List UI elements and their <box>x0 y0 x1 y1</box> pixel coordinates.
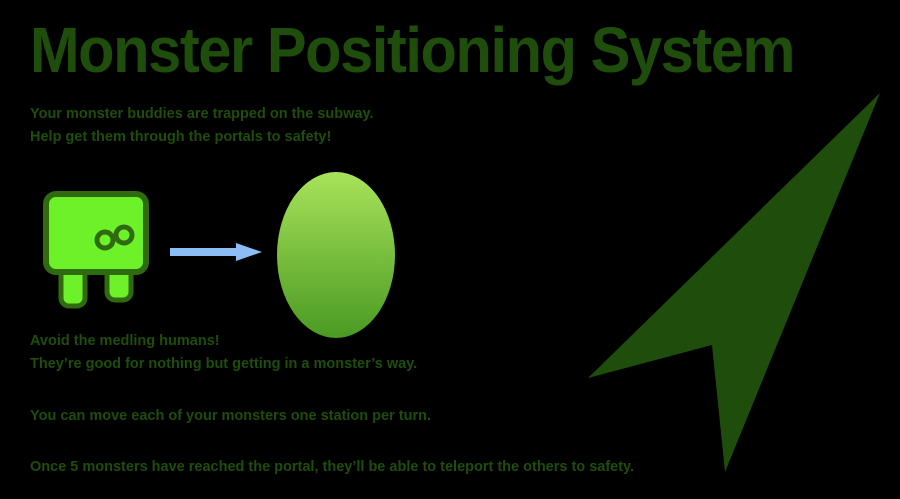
navigation-pointer-icon <box>588 93 880 472</box>
portal-icon <box>277 172 395 338</box>
goal-rule: Once 5 monsters have reached the portal,… <box>30 456 634 479</box>
goal-rule-text: Once 5 monsters have reached the portal,… <box>30 459 635 475</box>
arrow-right-icon <box>170 243 262 261</box>
humans-line-2: They’re good for nothing but getting in … <box>30 356 418 372</box>
intro-text: Your monster buddies are trapped on the … <box>30 103 374 149</box>
intro-line-1: Your monster buddies are trapped on the … <box>30 106 374 122</box>
move-rule: You can move each of your monsters one s… <box>30 405 431 428</box>
intro-line-2: Help get them through the portals to saf… <box>30 129 332 145</box>
humans-line-1: Avoid the medling humans! <box>30 333 220 349</box>
humans-warning: Avoid the medling humans! They’re good f… <box>30 330 417 376</box>
move-rule-text: You can move each of your monsters one s… <box>30 408 431 424</box>
page-title: Monster Positioning System <box>30 14 795 86</box>
monster-icon <box>43 191 149 309</box>
